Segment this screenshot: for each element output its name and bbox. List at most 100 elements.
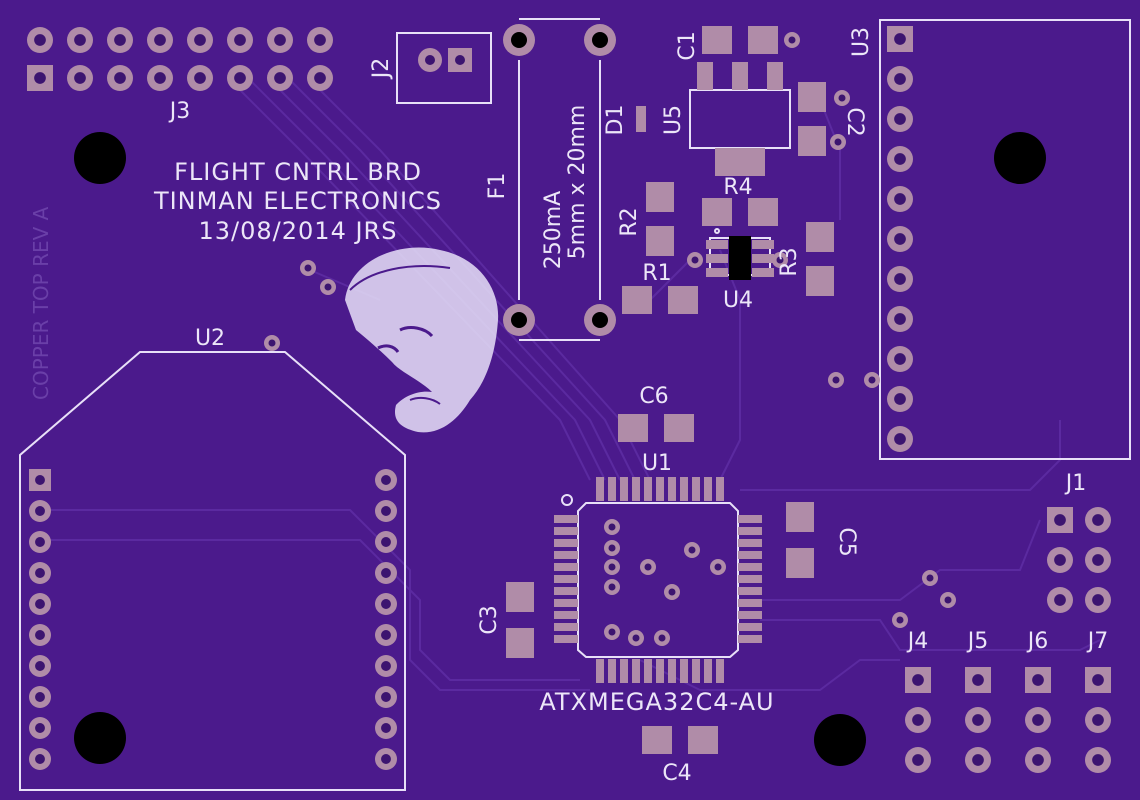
u2-pin-drill <box>381 661 391 671</box>
fuse-size: 5mm x 20mm <box>565 105 590 260</box>
u1-pin <box>554 599 578 607</box>
u1-pin <box>620 477 628 501</box>
via-drill <box>304 264 312 272</box>
j3-pin-drill <box>234 72 246 84</box>
u2-pin-drill <box>35 754 45 764</box>
j2-pin1-drill <box>455 55 465 65</box>
j5-pin-drill <box>972 714 984 726</box>
refdes-j6: J6 <box>1026 629 1049 654</box>
refdes-c5: C5 <box>834 527 859 556</box>
j7-pin-drill <box>1092 674 1104 686</box>
refdes-r1: R1 <box>642 261 671 286</box>
j2-pin2-drill <box>425 55 435 65</box>
via-drill <box>834 138 842 146</box>
u1-pin <box>608 477 616 501</box>
u1-pin <box>692 659 700 683</box>
via-drill <box>896 616 904 624</box>
u2-pin-drill <box>35 661 45 671</box>
j1-pin-drill <box>1054 554 1066 566</box>
refdes-j1: J1 <box>1064 471 1087 496</box>
u1-pin <box>738 635 762 643</box>
refdes-d1: D1 <box>603 105 628 136</box>
via-drill <box>658 634 666 642</box>
refdes-u2: U2 <box>195 326 225 351</box>
j3-pin-drill <box>154 72 166 84</box>
u3-pin-drill <box>894 433 906 445</box>
connector-j3 <box>27 27 333 91</box>
u1-pin <box>656 659 664 683</box>
via-drill <box>714 563 722 571</box>
j6-pin-drill <box>1032 674 1044 686</box>
u1-pin <box>554 539 578 547</box>
u1-pin <box>680 659 688 683</box>
j1-pin-drill <box>1054 514 1066 526</box>
mounting-hole-br <box>814 714 866 766</box>
j4-pin-drill <box>912 674 924 686</box>
j4-pin-drill <box>912 754 924 766</box>
via-drill <box>608 544 616 552</box>
j6-pin-drill <box>1032 754 1044 766</box>
u1-pin <box>738 515 762 523</box>
u1-pin <box>692 477 700 501</box>
j3-pin-drill <box>194 34 206 46</box>
via-drill <box>926 574 934 582</box>
u1-pin <box>608 659 616 683</box>
u2-pin-drill <box>35 568 45 578</box>
via-drill <box>838 94 846 102</box>
u1-pin <box>554 575 578 583</box>
u2-pin-drill <box>381 537 391 547</box>
refdes-r3: R3 <box>777 247 802 276</box>
u2-pin-drill <box>35 599 45 609</box>
smd-passives <box>506 26 834 754</box>
u1-pin <box>704 477 712 501</box>
u1-pin <box>738 575 762 583</box>
u1-pin <box>738 599 762 607</box>
refdes-j5: J5 <box>966 629 989 654</box>
j3-pin-drill <box>114 72 126 84</box>
f1-pads <box>503 24 616 336</box>
via-drill <box>324 283 332 291</box>
via-drill <box>868 376 876 384</box>
u1-pin <box>644 477 652 501</box>
refdes-j2: J2 <box>369 58 394 81</box>
u1-pin <box>716 477 724 501</box>
u5-outline <box>689 89 791 149</box>
j4-pin-drill <box>912 714 924 726</box>
via-drill <box>608 523 616 531</box>
u1-pin <box>738 539 762 547</box>
copper-note: COPPER TOP REV A <box>29 206 53 400</box>
u1-pin1-marker <box>561 494 573 506</box>
via-drill <box>608 563 616 571</box>
u2-pin-drill <box>381 568 391 578</box>
u2-pin-drill <box>35 537 45 547</box>
refdes-j7: J7 <box>1086 629 1109 654</box>
via-drill <box>944 596 952 604</box>
u3-outline <box>879 19 1131 460</box>
u1-pin <box>738 563 762 571</box>
f1-outline <box>518 18 601 341</box>
refdes-u5: U5 <box>661 105 686 135</box>
u1-pin <box>554 623 578 631</box>
u1-pin <box>738 623 762 631</box>
refdes-u4: U4 <box>723 288 753 313</box>
refdes-c2: C2 <box>842 107 867 136</box>
u3-pin-drill <box>894 393 906 405</box>
u2-pin-drill <box>35 723 45 733</box>
j1-pin-drill <box>1092 594 1104 606</box>
via-drill <box>688 546 696 554</box>
u1-pin <box>738 611 762 619</box>
via-drill <box>832 376 840 384</box>
u3-pin-drill <box>894 233 906 245</box>
u1-pin <box>632 477 640 501</box>
refdes-f1: F1 <box>485 173 510 200</box>
u2-pin-drill <box>35 475 45 485</box>
u1-pin <box>554 551 578 559</box>
u2-pin-drill <box>35 630 45 640</box>
u1-pin <box>668 659 676 683</box>
u5-pads <box>697 62 783 176</box>
u1-pin <box>668 477 676 501</box>
refdes-r4: R4 <box>723 175 752 200</box>
refdes-u1: U1 <box>642 451 672 476</box>
via-drill <box>608 583 616 591</box>
